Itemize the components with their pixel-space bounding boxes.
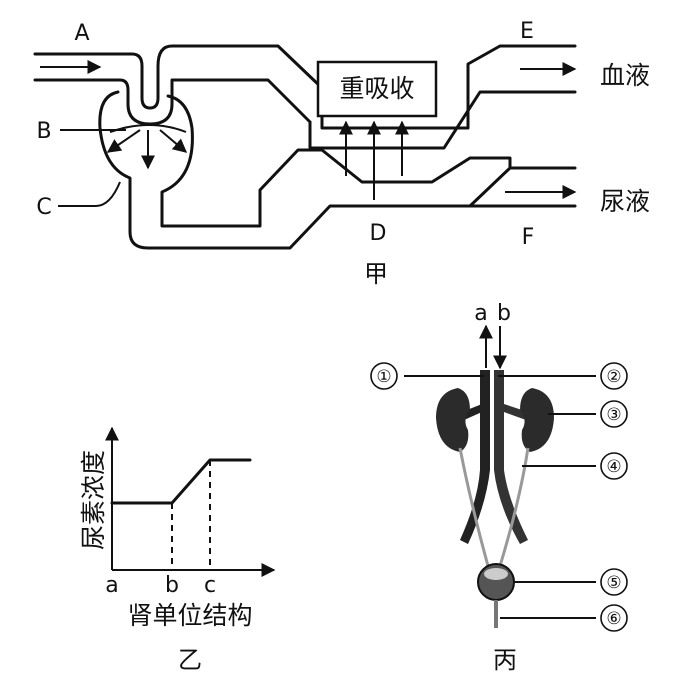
label-E: E bbox=[520, 19, 534, 44]
marker-6-ring bbox=[600, 604, 628, 632]
label-C: C bbox=[36, 195, 51, 220]
caption-yi: 乙 bbox=[178, 646, 202, 674]
reabsorption-box bbox=[316, 60, 438, 118]
urea-chart: a b c 肾单位结构 尿素浓度 乙 bbox=[79, 426, 276, 674]
urine-label: 尿液 bbox=[600, 187, 650, 216]
marker-6: ⑥ bbox=[606, 609, 621, 629]
marker-4-ring bbox=[600, 452, 628, 480]
renal-vessel-right bbox=[504, 404, 528, 420]
kidney-right bbox=[520, 388, 554, 452]
marker-1-ring bbox=[370, 362, 398, 390]
marker-5-ring bbox=[600, 568, 628, 596]
blood-label: 血液 bbox=[600, 61, 650, 90]
afferent-vessel-inner bbox=[33, 78, 312, 126]
vena-cava bbox=[494, 370, 528, 544]
efferent-vessel-top bbox=[320, 44, 577, 130]
caption-bing: 丙 bbox=[493, 646, 517, 674]
renal-vessel-left bbox=[462, 404, 482, 420]
marker-2: ② bbox=[606, 367, 621, 387]
C-pointer bbox=[58, 181, 121, 207]
urea-series-line bbox=[110, 458, 252, 505]
marker-3-ring bbox=[600, 400, 628, 428]
marker-3: ③ bbox=[606, 405, 621, 425]
label-D: D bbox=[370, 221, 387, 246]
x-tick-c: c bbox=[204, 573, 216, 598]
nephron-diagram: 重吸收 A B C D E F 血液 尿液 甲 bbox=[33, 19, 650, 288]
ureter-left bbox=[458, 447, 490, 567]
x-tick-b: b bbox=[165, 573, 179, 598]
y-axis-label: 尿素浓度 bbox=[79, 450, 108, 550]
marker-2-ring bbox=[600, 362, 628, 390]
aorta bbox=[460, 370, 490, 544]
label-a: a bbox=[474, 301, 487, 326]
ureter-right bbox=[498, 447, 530, 567]
label-B: B bbox=[36, 119, 51, 144]
x-tick-a: a bbox=[105, 573, 118, 598]
filtration-arrow-3 bbox=[159, 129, 188, 153]
marker-4: ④ bbox=[606, 457, 621, 477]
label-F: F bbox=[522, 225, 535, 250]
filtration-arrow-2 bbox=[106, 129, 141, 153]
urinary-system: a b ① ② ③ ④ ⑤ bbox=[370, 301, 628, 674]
reabsorption-label: 重吸收 bbox=[339, 74, 414, 103]
bladder-highlight bbox=[484, 568, 508, 580]
label-b: b bbox=[497, 301, 511, 326]
caption-jia: 甲 bbox=[364, 260, 388, 288]
x-axis-label: 肾单位结构 bbox=[127, 601, 252, 630]
efferent-vessel-bottom bbox=[308, 90, 577, 150]
marker-5: ⑤ bbox=[606, 573, 621, 593]
label-A: A bbox=[74, 21, 89, 46]
afferent-vessel bbox=[33, 44, 324, 110]
marker-1: ① bbox=[376, 367, 391, 387]
kidney-left bbox=[436, 388, 470, 452]
